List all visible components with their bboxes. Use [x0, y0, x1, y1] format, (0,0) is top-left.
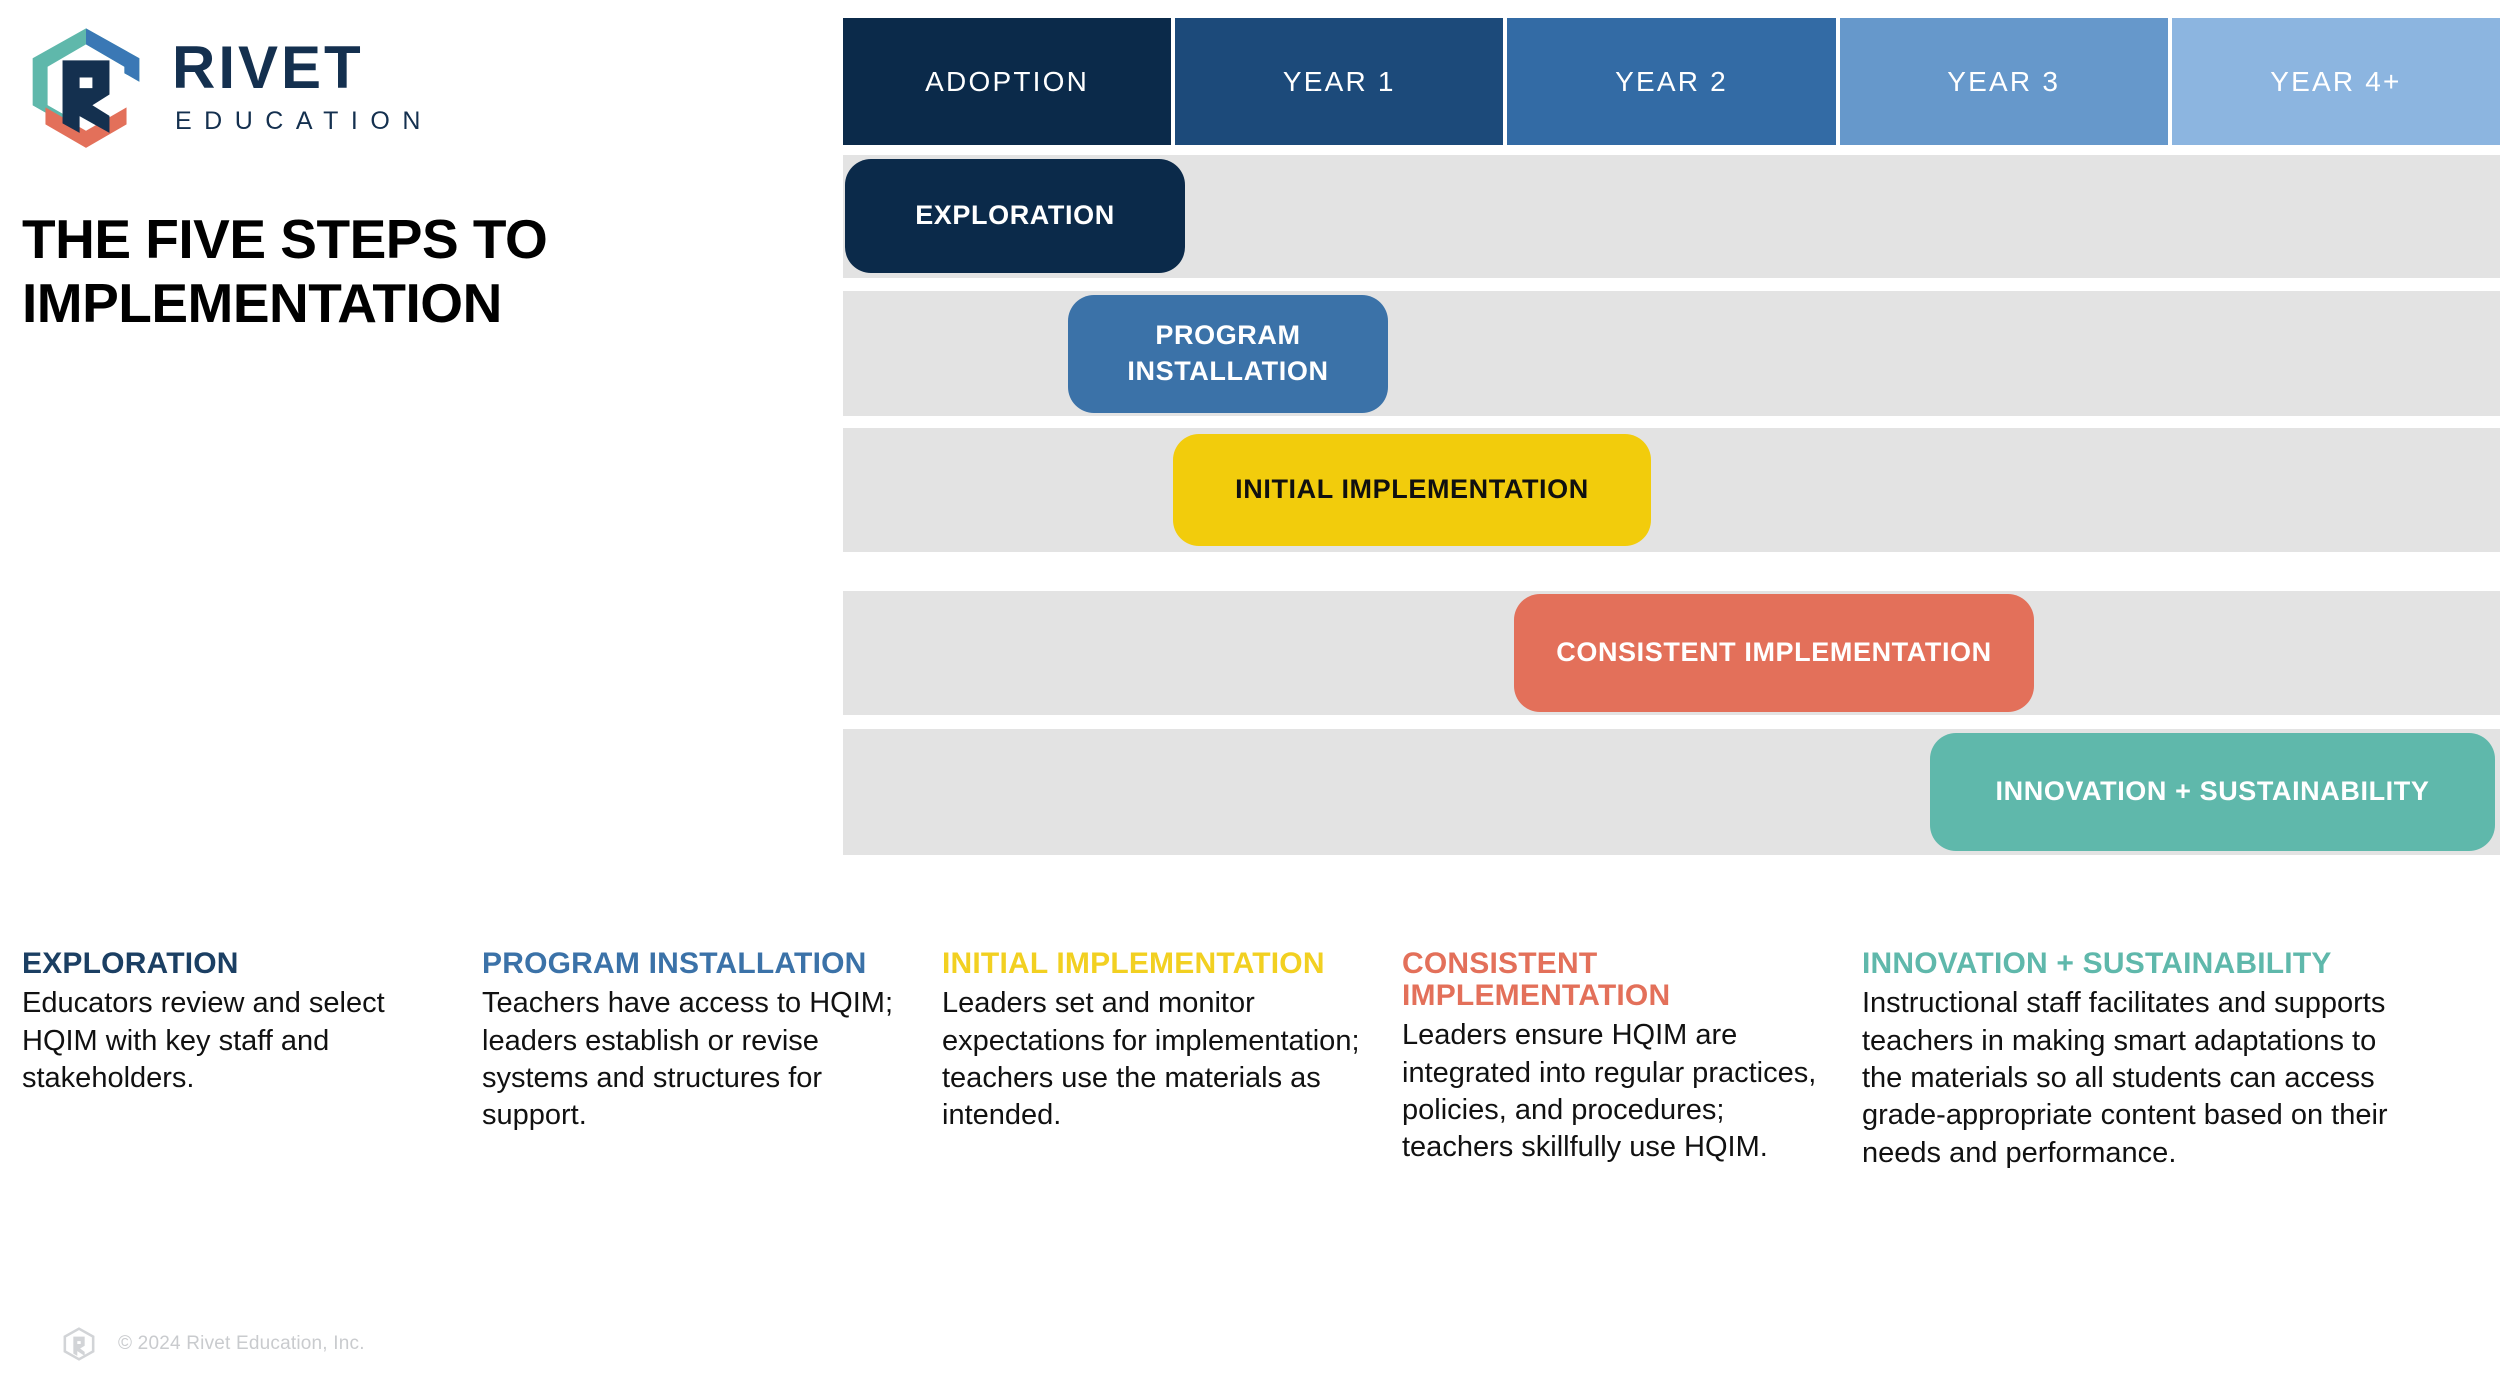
description-body-consistent-implementation: Leaders ensure HQIM are integrated into …	[1402, 1019, 1817, 1164]
year-cell-adoption[interactable]: ADOPTION	[843, 18, 1172, 145]
description-heading-innovation-sustainability: INNOVATION + SUSTAINABILITY	[1862, 947, 2332, 980]
page-title: THE FIVE STEPS TO IMPLEMENTATION	[22, 208, 548, 334]
description-column-innovation-sustainability: INNOVATION + SUSTAINABILITY Instructiona…	[1862, 947, 2422, 1172]
phase-pill-exploration[interactable]: EXPLORATION	[845, 159, 1185, 273]
logo-wordmark: RIVET EDUCATION	[172, 38, 433, 134]
phase-pill-consistent-implementation[interactable]: CONSISTENT IMPLEMENTATION	[1514, 594, 2034, 712]
rivet-hexagon-logo-icon	[32, 28, 140, 148]
year-cell-year-4-plus[interactable]: YEAR 4+	[2171, 18, 2500, 145]
footer-copyright: © 2024 Rivet Education, Inc.	[118, 1333, 365, 1354]
description-heading-exploration: EXPLORATION	[22, 947, 239, 980]
logo-row: RIVET EDUCATION	[22, 22, 482, 150]
phase-pill-innovation-sustainability[interactable]: INNOVATION + SUSTAINABILITY	[1930, 733, 2495, 851]
logo-name-primary: RIVET	[172, 34, 364, 101]
description-column-program-installation: PROGRAM INSTALLATION Teachers have acces…	[482, 947, 942, 1172]
year-cell-year-1[interactable]: YEAR 1	[1175, 18, 1504, 145]
description-column-consistent-implementation: CONSISTENT IMPLEMENTATION Leaders ensure…	[1402, 947, 1862, 1172]
timeline-header: ADOPTION YEAR 1 YEAR 2 YEAR 3 YEAR 4+	[843, 18, 2500, 145]
description-heading-program-installation: PROGRAM INSTALLATION	[482, 947, 867, 980]
description-column-initial-implementation: INITIAL IMPLEMENTATION Leaders set and m…	[942, 947, 1402, 1172]
logo-name-secondary: EDUCATION	[175, 107, 433, 135]
description-heading-consistent-implementation: CONSISTENT IMPLEMENTATION	[1402, 947, 1671, 1013]
description-body-initial-implementation: Leaders set and monitor expectations for…	[942, 987, 1360, 1132]
phase-pill-program-installation[interactable]: PROGRAM INSTALLATION	[1068, 295, 1388, 413]
brand-block: RIVET EDUCATION	[22, 22, 482, 150]
description-columns: EXPLORATION Educators review and select …	[22, 947, 2478, 1172]
phase-pill-initial-implementation[interactable]: INITIAL IMPLEMENTATION	[1173, 434, 1651, 546]
description-column-exploration: EXPLORATION Educators review and select …	[22, 947, 482, 1172]
description-heading-initial-implementation: INITIAL IMPLEMENTATION	[942, 947, 1325, 980]
description-body-program-installation: Teachers have access to HQIM; leaders es…	[482, 987, 893, 1132]
description-body-exploration: Educators review and select HQIM with ke…	[22, 987, 385, 1094]
timeline-track-3	[843, 428, 2500, 552]
year-cell-year-3[interactable]: YEAR 3	[1839, 18, 2168, 145]
rivet-hexagon-logo-small-icon	[63, 1327, 95, 1361]
year-cell-year-2[interactable]: YEAR 2	[1507, 18, 1836, 145]
footer: © 2024 Rivet Education, Inc.	[62, 1327, 365, 1361]
description-body-innovation-sustainability: Instructional staff facilitates and supp…	[1862, 987, 2388, 1169]
